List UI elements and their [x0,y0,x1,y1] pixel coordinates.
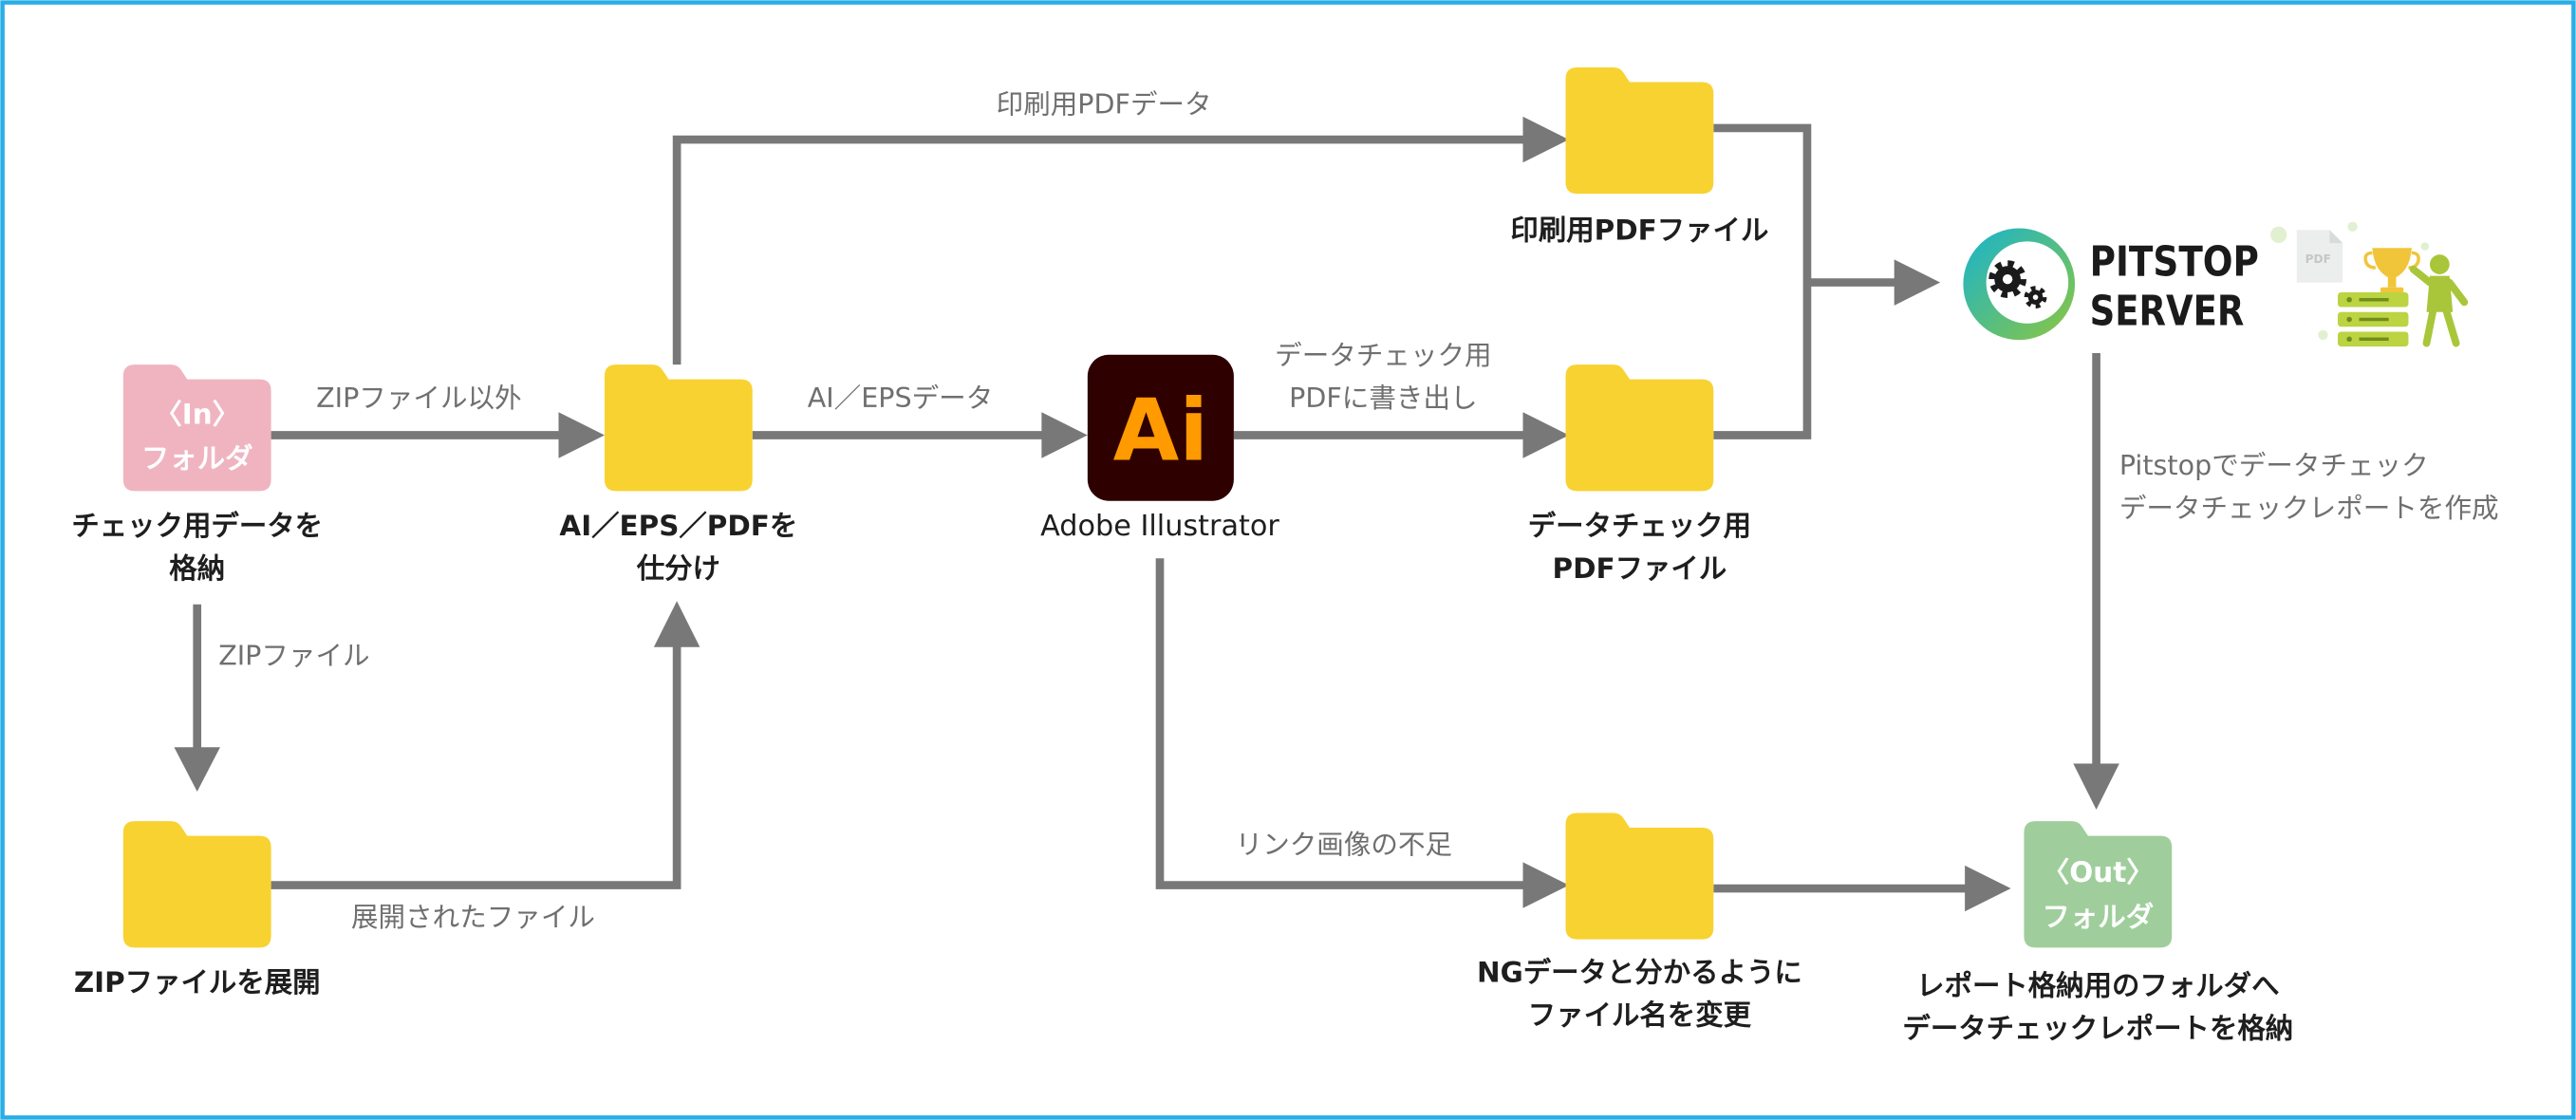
pitstop-logo-inner [1986,241,2069,324]
check-pdf-folder-caption-line2: PDFファイル [1553,552,1727,585]
edge-label-in-to-zip: ZIPファイル [218,640,369,672]
arrow-pitstop-to-out [2073,352,2119,810]
person-icon [2409,254,2469,347]
zip-folder-icon [122,821,271,948]
edge-label-illustrator-to-check-line1: データチェック用 [1275,339,1491,371]
in-folder-caption-line1: チェック用データを [71,510,323,542]
arrow-in-to-zip-folder [174,604,220,792]
edge-label-zip-to-sort: 展開されたファイル [351,901,595,933]
illustrator-icon-background [1087,354,1234,501]
server-stack-icon [2338,291,2409,347]
edge-label-in-to-sort: ZIPファイル以外 [316,382,522,414]
illustrator-icon-text: Ai [1113,381,1208,480]
in-folder-label-line1: 〈In〉 [154,398,240,430]
glow-dot [2318,329,2328,341]
arrow-sort-to-print-folder [672,116,1569,365]
out-folder: 〈Out〉 フォルダ [2024,821,2173,948]
out-folder-label-line2: フォルダ [2042,901,2154,933]
pitstop-logo-word-line2: SERVER [2090,289,2245,336]
in-folder-label-line2: フォルダ [141,442,253,475]
pitstop-server-logo: PITSTOP SERVER [1963,228,2259,341]
glow-dot [2347,221,2358,232]
arrow-sort-to-illustrator [752,412,1088,458]
arrow-zip-to-sort [271,601,700,889]
glow-dot [2420,242,2430,251]
gear-small-icon [2024,286,2047,309]
in-folder-caption-line2: 格納 [169,552,225,585]
arrow-illustrator-to-ng-folder [1155,558,1569,908]
sort-folder-icon [604,364,753,492]
glow-dot [2270,226,2287,244]
print-pdf-folder-caption: 印刷用PDFファイル [1510,215,1768,247]
ng-folder-icon [1565,812,1714,940]
connector-pdfs-to-pitstop [1713,123,1941,439]
pitstop-logo-word-line1: PITSTOP [2090,239,2259,287]
ng-folder-caption-line1: NGデータと分かるように [1477,957,1802,989]
edge-label-illustrator-to-check-line2: PDFに書き出し [1289,382,1477,414]
sort-folder-caption-line2: 仕分け [636,552,720,585]
arrow-in-to-sort [271,412,605,458]
print-pdf-folder-icon [1565,66,1714,195]
zip-folder-caption: ZIPファイルを展開 [74,966,321,999]
check-pdf-folder-icon [1565,364,1714,492]
sort-folder-caption-line1: AI／EPS／PDFを [559,510,797,542]
out-folder-label-line1: 〈Out〉 [2042,856,2155,888]
arrow-illustrator-to-check-folder [1233,412,1569,458]
pdf-page-label: PDF [2305,252,2331,266]
edge-label-sort-to-illustrator: AI／EPSデータ [808,382,994,414]
edge-label-illustrator-to-ng: リンク画像の不足 [1236,829,1452,861]
check-pdf-folder-caption-line1: データチェック用 [1528,510,1751,542]
out-folder-caption-line1: レポート格納用のフォルダへ [1916,970,2279,1002]
server-illustration: PDF [2270,221,2469,347]
illustrator-caption: Adobe Illustrator [1040,510,1279,543]
edge-label-sort-to-print: 印刷用PDFデータ [997,87,1212,120]
out-folder-caption-line2: データチェックレポートを格納 [1902,1012,2293,1044]
pdf-page-icon: PDF [2296,230,2343,283]
in-folder: 〈In〉 フォルダ [122,364,271,492]
gear-icon [1988,260,2027,299]
edge-label-pitstop-to-out-line1: Pitstopでデータチェック [2119,449,2429,481]
arrow-ng-to-out [1713,865,2011,912]
illustrator-app-icon: Ai [1087,354,1234,501]
ng-folder-caption-line2: ファイル名を変更 [1528,999,1752,1032]
edge-label-pitstop-to-out-line2: データチェックレポートを作成 [2119,492,2499,524]
